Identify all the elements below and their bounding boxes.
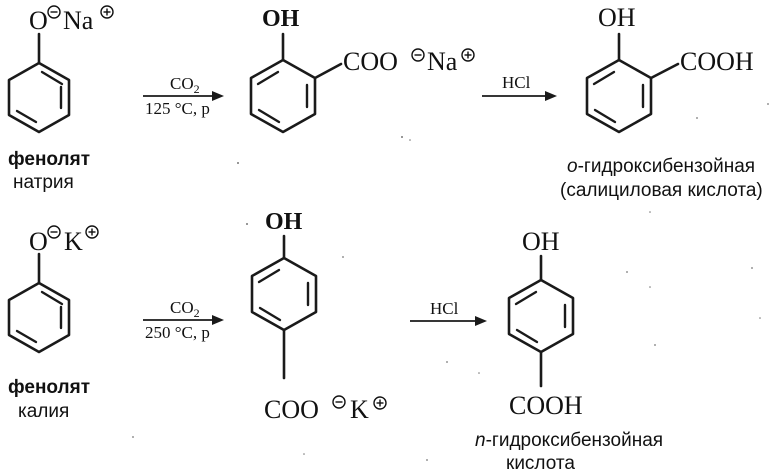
double-bond: [40, 70, 64, 86]
conditions-label: 250 °C, p: [145, 323, 210, 342]
double-bond: [15, 109, 38, 124]
potassium-p-hydroxybenzoate: OH COO K: [250, 209, 387, 424]
double-bond: [40, 290, 64, 306]
benzene-ring: [7, 281, 71, 354]
product-name-line1: n-гидроксибензойная: [475, 430, 663, 451]
carboxyl-bond: [649, 62, 680, 80]
benzene-ring: [507, 278, 575, 354]
p-hydroxybenzoic-acid: OH COOH: [507, 227, 583, 420]
benzene-ring: [585, 58, 653, 134]
carboxylate-label: COO: [343, 47, 398, 76]
benzene-ring: [250, 256, 318, 332]
plus-charge-icon: [100, 5, 114, 19]
hydroxyl-label: OH: [265, 209, 303, 235]
carboxylate-label: COO: [264, 395, 319, 424]
salicylic-acid: OH COOH: [585, 3, 754, 134]
double-bond: [592, 70, 616, 86]
reactant-name-line1: фенолят: [8, 149, 90, 170]
reaction-arrow-hcl: HCl: [482, 73, 557, 101]
reagent-label: CO2: [170, 298, 200, 320]
minus-charge-icon: [47, 225, 61, 239]
plus-charge-icon: [461, 48, 475, 62]
carboxylate-bond: [313, 62, 343, 80]
reaction-arrow-hcl: HCl: [410, 299, 487, 326]
acid-label: HCl: [502, 73, 531, 92]
cation-label: Na: [427, 47, 458, 76]
hydroxyl-label: OH: [598, 3, 636, 32]
conditions-label: 125 °C, p: [145, 99, 210, 118]
scan-specks: [132, 103, 769, 461]
double-bond: [593, 108, 617, 124]
carboxyl-label: COOH: [509, 391, 583, 420]
cation-label: K: [350, 395, 369, 424]
product-name-line2: кислота: [506, 453, 575, 474]
sodium-salicylate: OH COO Na: [249, 6, 475, 134]
reactant-name-line1: фенолят: [8, 377, 90, 398]
carboxyl-label: COOH: [680, 47, 754, 76]
sodium-phenolate: O Na: [7, 5, 114, 134]
double-bond: [15, 329, 38, 344]
oxygen-label: O: [29, 227, 48, 256]
benzene-ring: [249, 58, 317, 134]
reactant-name-line2: калия: [18, 401, 69, 422]
product-name-line1: o-гидроксибензойная: [567, 156, 755, 177]
minus-charge-icon: [411, 48, 425, 62]
reagent-label: CO2: [170, 74, 200, 96]
double-bond: [514, 290, 538, 306]
minus-charge-icon: [47, 5, 61, 19]
cation-label: Na: [63, 6, 94, 35]
double-bond: [257, 268, 281, 284]
reaction-arrow-co2: CO2 125 °C, p: [143, 74, 224, 118]
reaction-arrow-co2: CO2 250 °C, p: [143, 298, 224, 342]
potassium-phenolate: O K: [7, 225, 99, 354]
double-bond: [258, 306, 282, 322]
hydroxyl-label: OH: [262, 6, 300, 32]
acid-label: HCl: [430, 299, 459, 318]
product-name-line2: (салициловая кислота): [560, 180, 763, 201]
plus-charge-icon: [85, 225, 99, 239]
double-bond: [257, 108, 281, 124]
cation-label: K: [64, 227, 83, 256]
minus-charge-icon: [332, 395, 346, 409]
double-bond: [515, 328, 539, 344]
benzene-ring: [7, 61, 71, 134]
double-bond: [256, 70, 280, 86]
plus-charge-icon: [373, 396, 387, 410]
reactant-name-line2: натрия: [13, 172, 74, 193]
hydroxyl-label: OH: [522, 227, 560, 256]
oxygen-label: O: [29, 6, 48, 35]
